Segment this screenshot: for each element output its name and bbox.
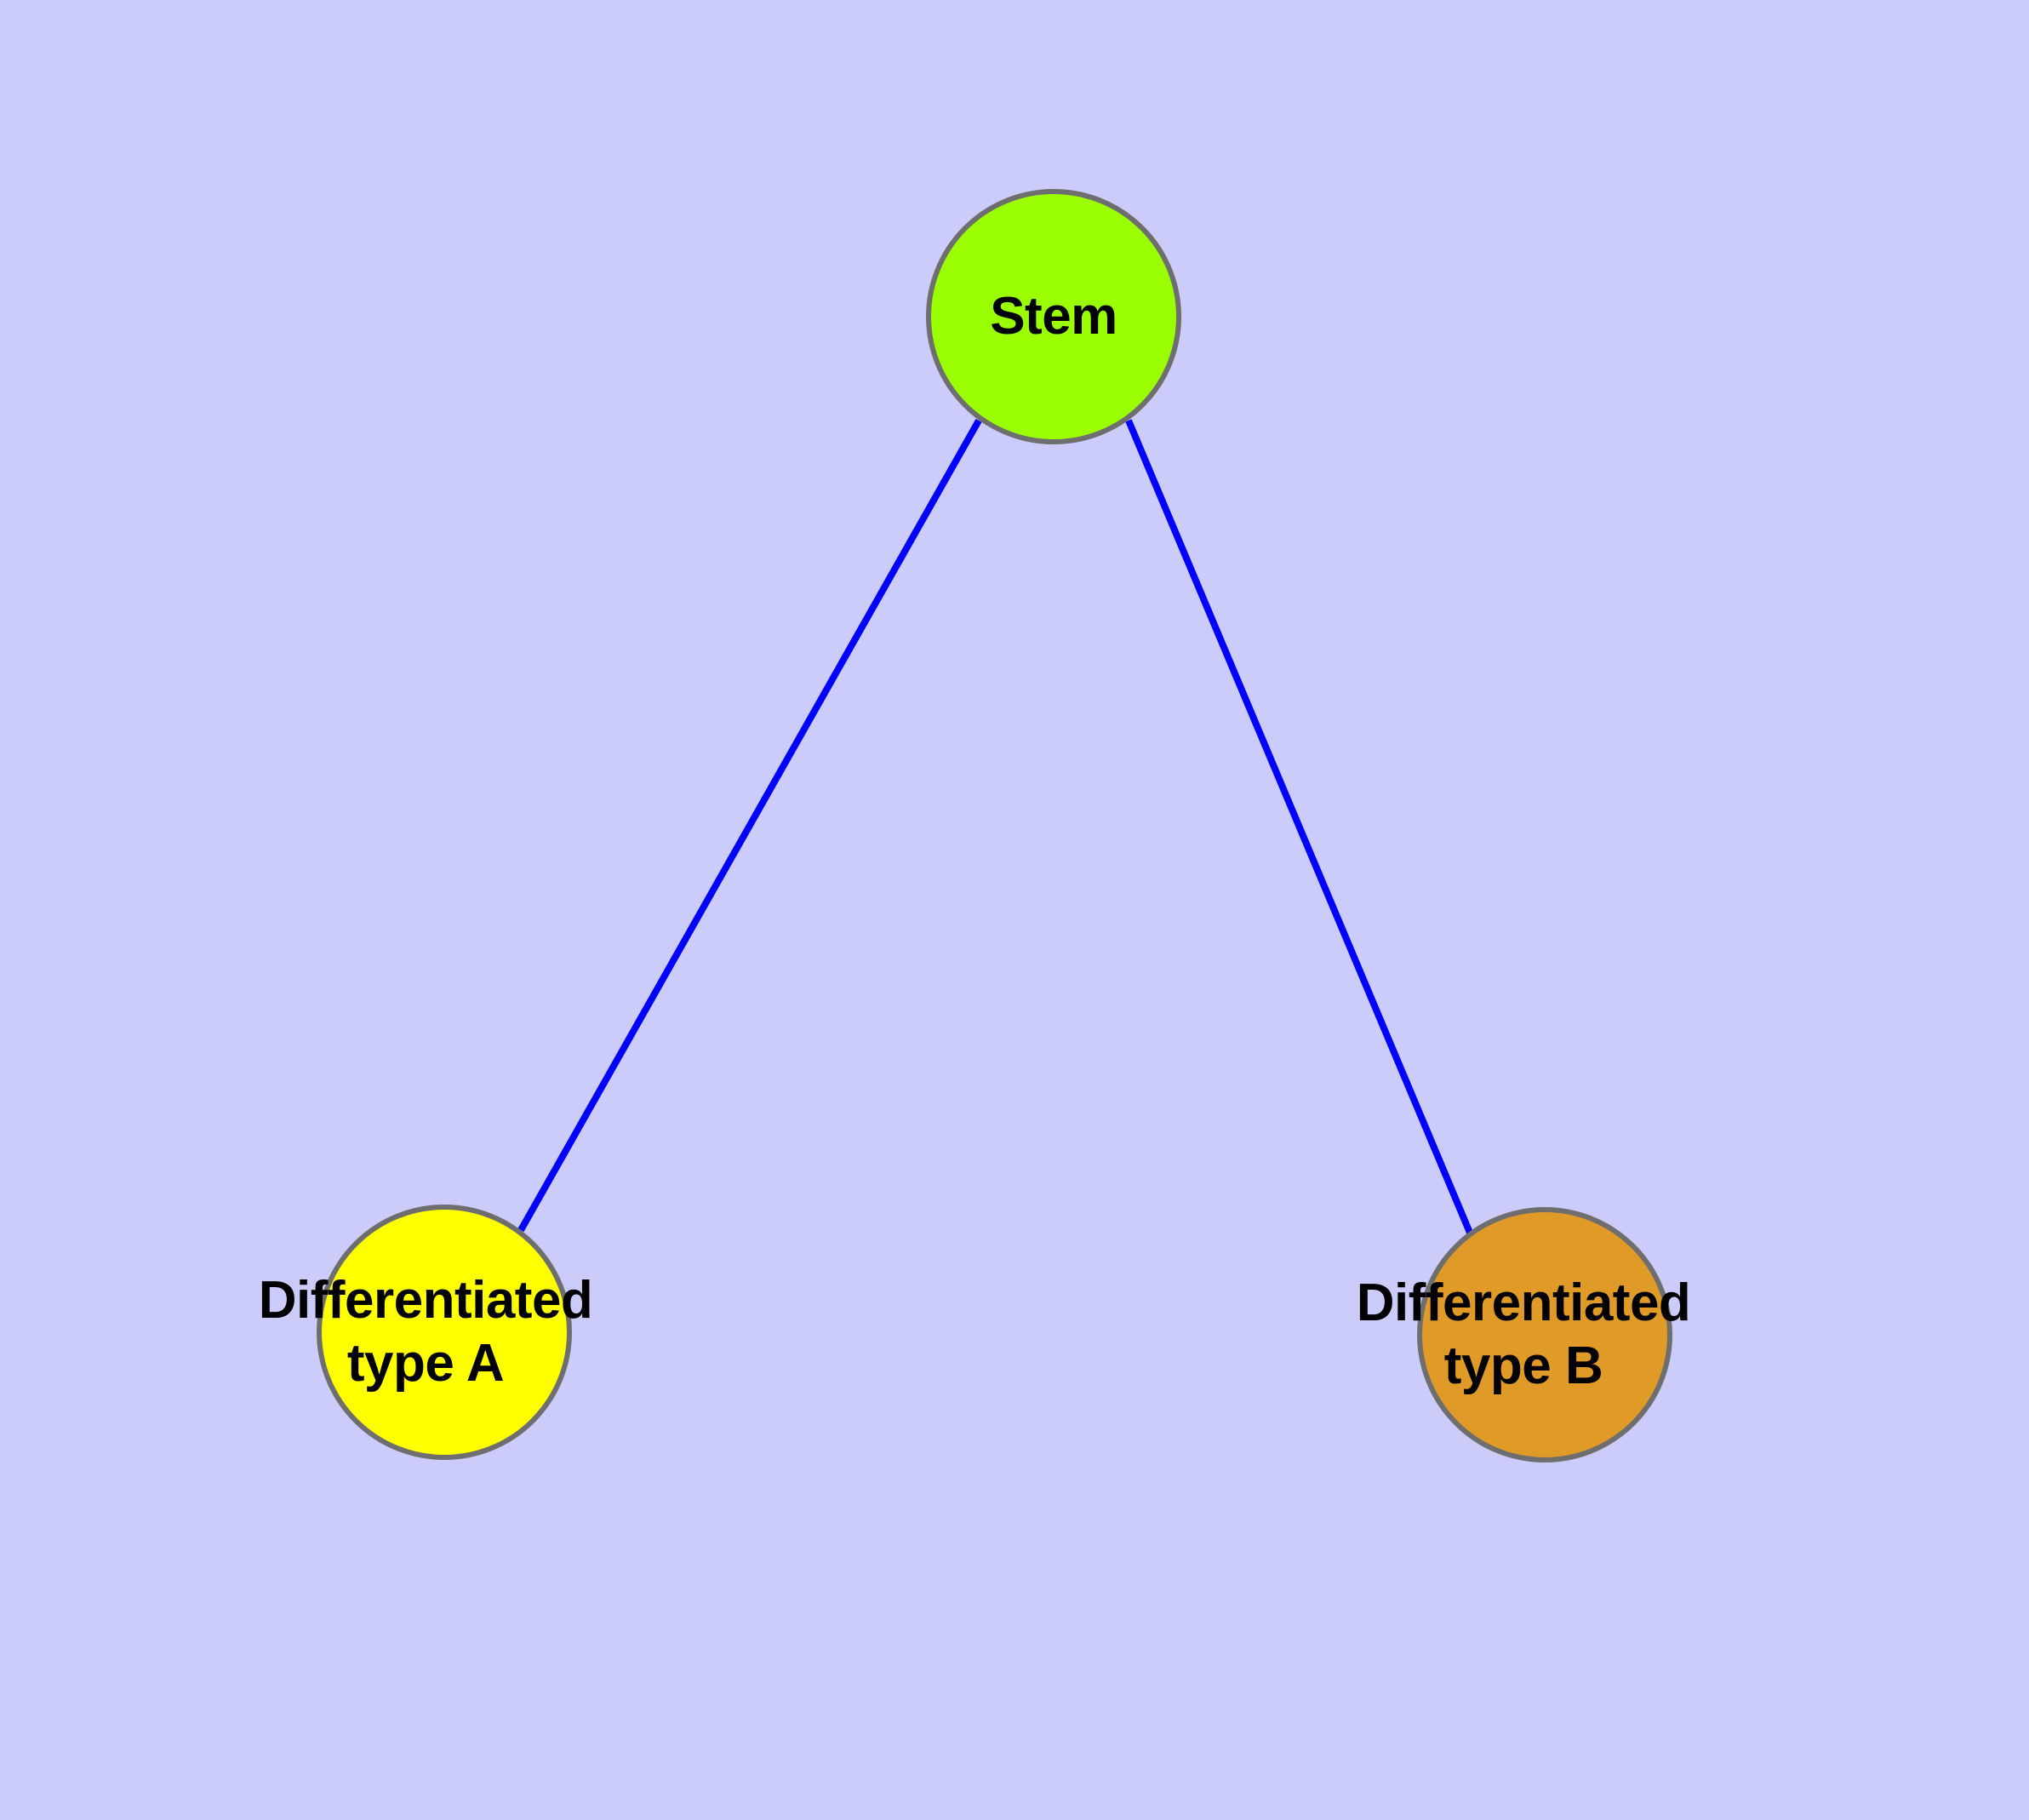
node-label-stem: Stem — [990, 287, 1117, 346]
node-stem[interactable] — [926, 189, 1181, 444]
edge-stem-to-diff-b[interactable] — [1125, 419, 1473, 1234]
node-differentiated-type-a[interactable] — [317, 1205, 572, 1460]
node-label-differentiated-type-b: Differentiated type B — [1356, 1273, 1691, 1395]
edge-stem-to-diff-a[interactable] — [517, 419, 982, 1232]
node-differentiated-type-b[interactable] — [1417, 1207, 1672, 1462]
node-label-differentiated-type-a: Differentiated type A — [258, 1271, 593, 1393]
